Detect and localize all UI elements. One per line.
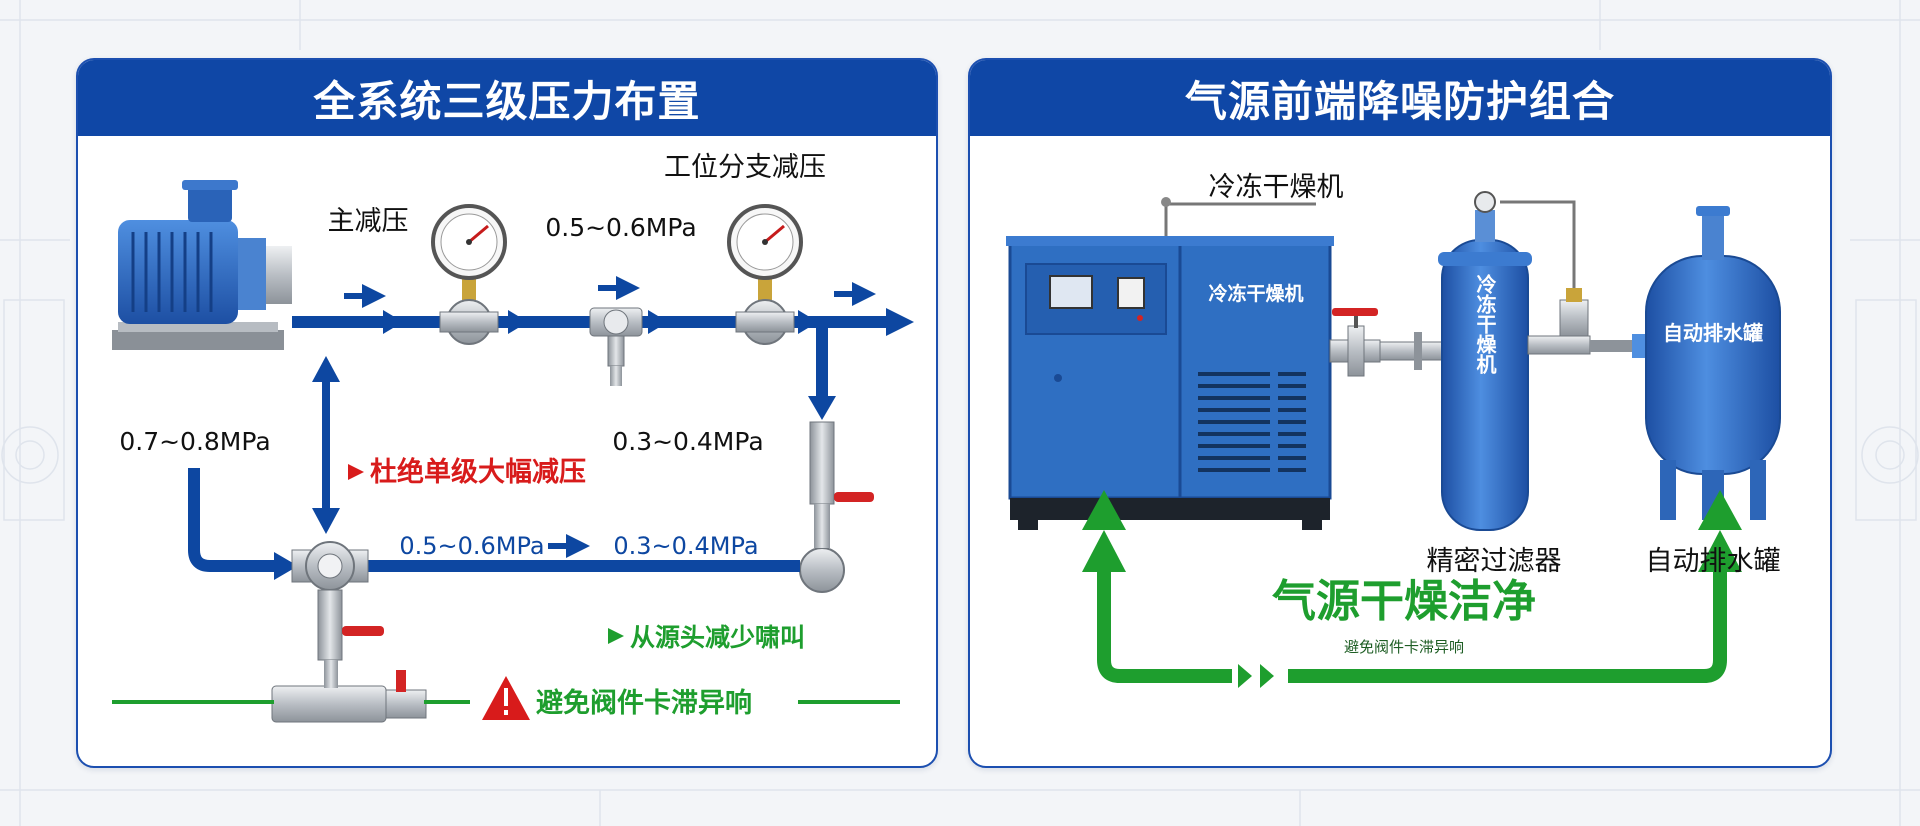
flow-arrows-top [344, 276, 876, 308]
note-reduce-whistle: 从源头减少啸叫 [630, 623, 805, 652]
label-tank-caption: 自动排水罐 [1646, 546, 1781, 577]
panel-three-stage-pressure: 全系统三级压力布置 [76, 58, 938, 768]
red-marker-icon [348, 464, 364, 480]
bottom-main-text: 气源干燥洁净 [1272, 576, 1536, 627]
label-dryer-body: 冷冻干燥机 [1208, 282, 1303, 305]
top-thin-pipe [1161, 197, 1576, 300]
branch-reducer-gauge [727, 204, 803, 345]
label-pressure-mid: 0.5~0.6MPa [545, 213, 696, 242]
middle-valve [589, 307, 643, 386]
label-pressure-source: 0.7~0.8MPa [119, 427, 270, 456]
dryer-outlet-pipe [1329, 308, 1443, 377]
lower-manifold-valve [271, 541, 427, 723]
air-compressor-motor [112, 180, 292, 350]
note-no-single-stage: 杜绝单级大幅减压 [370, 456, 586, 488]
auto-drain-tank [1645, 206, 1781, 520]
precision-filter [1438, 191, 1532, 531]
label-lower-to: 0.3~0.4MPa [613, 532, 758, 560]
label-pressure-branch: 0.3~0.4MPa [612, 427, 763, 456]
right-diagram: 冷冻干燥机 冷冻干燥机 冷冻干燥机 自动排水罐 精密过滤器 自动排水罐 气源干燥… [1006, 172, 1781, 688]
refrigerated-dryer [1006, 236, 1334, 530]
filter-outlet-valve [1527, 288, 1646, 358]
panel-air-source-protection: 气源前端降噪防护组合 [968, 58, 1832, 768]
label-lower-from: 0.5~0.6MPa [399, 532, 544, 560]
label-main-reduce: 主减压 [328, 206, 409, 237]
left-panel-title: 全系统三级压力布置 [78, 60, 936, 136]
main-reducer-gauge [431, 204, 507, 345]
bottom-sub-text: 避免阀件卡滞异响 [1344, 638, 1464, 656]
label-filter-vertical: 冷冻干燥机 [1473, 273, 1497, 375]
label-dryer-top: 冷冻干燥机 [1209, 172, 1344, 203]
right-panel-title: 气源前端降噪防护组合 [970, 60, 1830, 136]
label-tank-body: 自动排水罐 [1663, 321, 1763, 345]
warning-icon [482, 676, 530, 720]
label-filter-caption: 精密过滤器 [1427, 546, 1562, 577]
green-marker-icon [608, 628, 624, 644]
pressure-gap-arrow [312, 356, 340, 534]
branch-drop-pipe [799, 328, 874, 593]
left-diagram: 主减压 工位分支减压 0.7~0.8MPa 0.5~0.6MPa 0.3~0.4… [112, 152, 914, 723]
label-branch-reduce: 工位分支减压 [664, 152, 826, 183]
note-avoid-stuck: 避免阀件卡滞异响 [536, 687, 752, 719]
lower-pipe-loop [188, 468, 800, 580]
green-loop-arrows [1082, 490, 1742, 688]
